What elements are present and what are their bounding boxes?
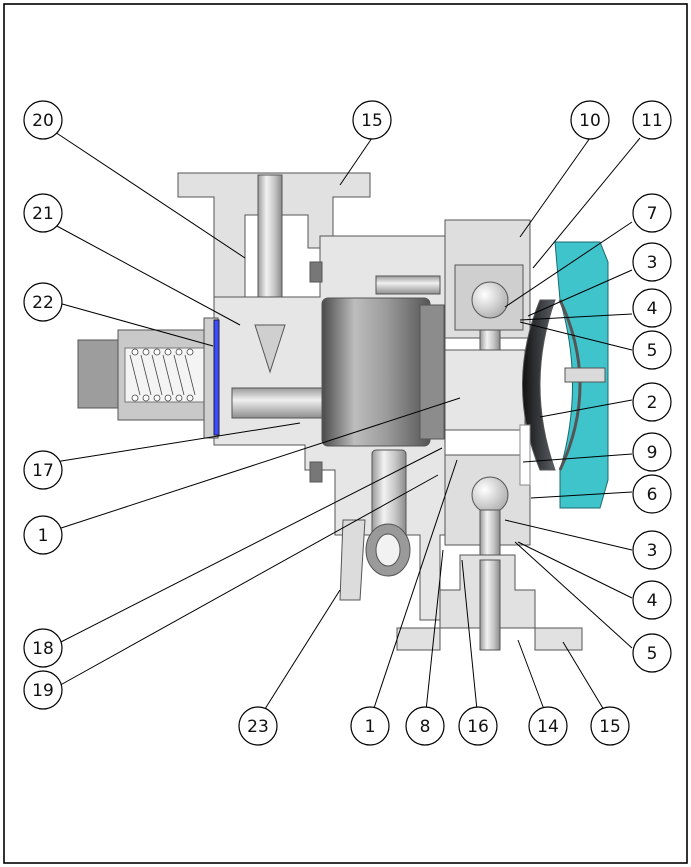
callout-circle	[632, 633, 672, 673]
callout-circle	[632, 432, 672, 472]
callout-number: 3	[647, 253, 658, 273]
upper-check-ball	[471, 281, 509, 319]
callout-circle	[632, 382, 672, 422]
callout-circle	[632, 474, 672, 514]
callout-number: 4	[647, 591, 658, 611]
callout-circle	[632, 193, 672, 233]
callout-circle	[632, 288, 672, 328]
callout-number: 15	[361, 111, 383, 131]
callout-3: 3	[632, 242, 672, 282]
relief-valve-spring	[129, 348, 196, 402]
callout-6: 6	[632, 474, 672, 514]
callout-21: 21	[23, 193, 63, 233]
callout-8: 8	[405, 706, 445, 746]
callout-5: 5	[632, 330, 672, 370]
callout-23: 23	[238, 706, 278, 746]
callout-2: 2	[632, 382, 672, 422]
callout-number: 17	[32, 461, 54, 481]
callout-number: 15	[599, 717, 621, 737]
callout-circle	[458, 706, 498, 746]
callout-circle	[23, 100, 63, 140]
callout-number: 21	[32, 204, 54, 224]
callout-10: 10	[570, 100, 610, 140]
callout-4: 4	[632, 288, 672, 328]
callout-5: 5	[632, 633, 672, 673]
relief-valve-gasket	[213, 319, 220, 436]
drive-hub	[321, 297, 431, 447]
lower-check-ball	[471, 476, 509, 514]
callout-number: 16	[467, 717, 489, 737]
callout-14: 14	[528, 706, 568, 746]
callout-4: 4	[632, 580, 672, 620]
callout-circle	[23, 515, 63, 555]
callout-circle	[632, 330, 672, 370]
callout-18: 18	[23, 628, 63, 668]
callout-number: 9	[647, 443, 658, 463]
relief-valve-cap	[77, 339, 119, 409]
pump-assembly	[77, 172, 609, 651]
callout-number: 7	[647, 204, 658, 224]
callout-number: 1	[38, 526, 49, 546]
callout-number: 4	[647, 299, 658, 319]
callout-16: 16	[458, 706, 498, 746]
callout-number: 6	[647, 485, 658, 505]
inlet-flange	[177, 172, 371, 298]
callout-circle	[23, 282, 63, 322]
callout-1: 1	[350, 706, 390, 746]
callout-15: 15	[590, 706, 630, 746]
callout-number: 22	[32, 293, 54, 313]
callout-circle	[632, 580, 672, 620]
bracket	[339, 519, 366, 601]
callout-circle	[23, 193, 63, 233]
callout-number: 18	[32, 639, 54, 659]
callout-number: 10	[579, 111, 601, 131]
callout-number: 14	[537, 717, 559, 737]
callout-number: 23	[247, 717, 269, 737]
callout-circle	[23, 670, 63, 710]
callout-circle	[590, 706, 630, 746]
callouts	[54, 131, 641, 721]
callout-number: 5	[647, 644, 658, 664]
callout-number: 8	[420, 717, 431, 737]
callout-7: 7	[632, 193, 672, 233]
callout-number: 5	[647, 341, 658, 361]
callout-circle	[528, 706, 568, 746]
callout-17: 17	[23, 450, 63, 490]
callout-number: 3	[647, 541, 658, 561]
diaphragm	[522, 299, 556, 471]
callout-circle	[352, 100, 392, 140]
callout-circle	[23, 450, 63, 490]
callout-3: 3	[632, 530, 672, 570]
callout-circle	[350, 706, 390, 746]
callout-circle	[632, 100, 672, 140]
callout-20: 20	[23, 100, 63, 140]
callout-15: 15	[352, 100, 392, 140]
callout-number: 19	[32, 681, 54, 701]
callout-9: 9	[632, 432, 672, 472]
callout-number: 1	[365, 717, 376, 737]
callout-number: 20	[32, 111, 54, 131]
callout-number: 2	[647, 393, 658, 413]
callout-circle	[405, 706, 445, 746]
callout-22: 22	[23, 282, 63, 322]
callout-circle	[238, 706, 278, 746]
callout-11: 11	[632, 100, 672, 140]
callout-number: 11	[641, 111, 663, 131]
callout-circle	[632, 242, 672, 282]
callout-19: 19	[23, 670, 63, 710]
callout-circle	[23, 628, 63, 668]
callout-circle	[632, 530, 672, 570]
callout-1: 1	[23, 515, 63, 555]
callout-circle	[570, 100, 610, 140]
